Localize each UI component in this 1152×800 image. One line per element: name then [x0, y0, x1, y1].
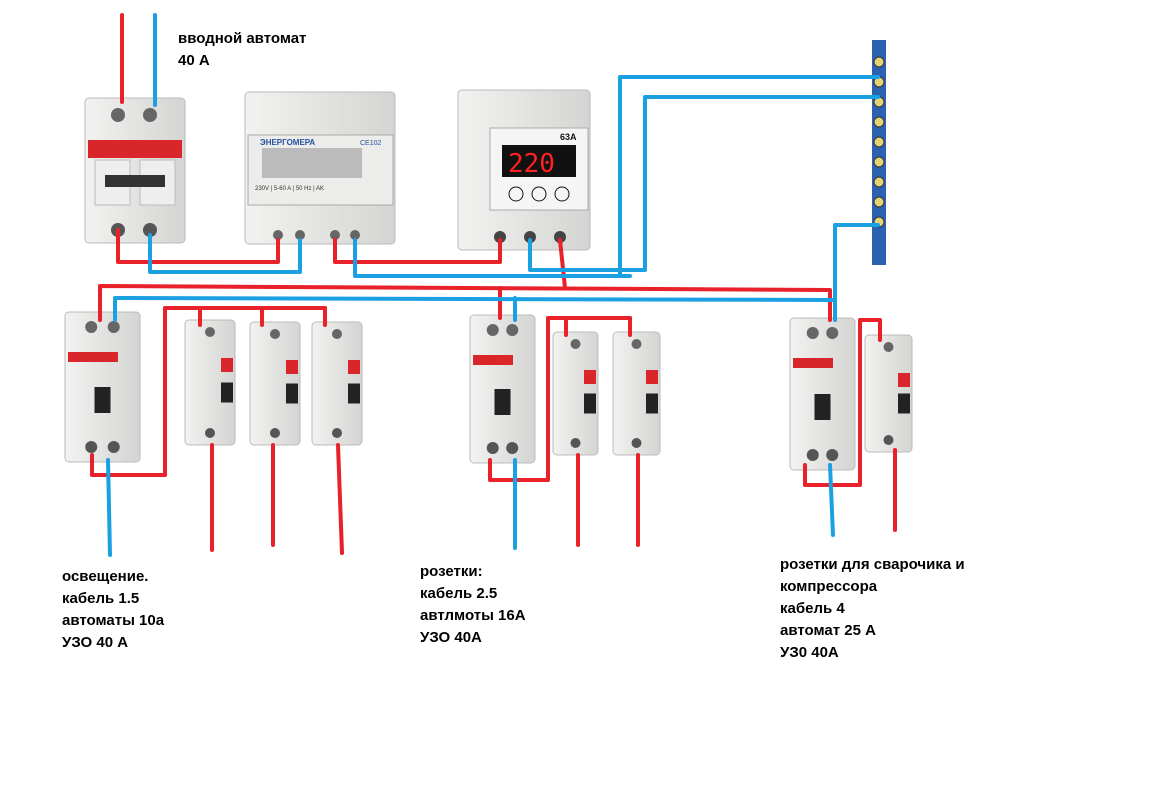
- neutral-wire: [828, 463, 835, 537]
- label-sockets-group: розетки: кабель 2.5 автлмоты 16А УЗО 40А: [420, 561, 526, 649]
- label-lighting-group: освещение. кабель 1.5 автоматы 10а УЗО 4…: [62, 566, 164, 654]
- relay-display: 220: [508, 149, 555, 179]
- circuit-breaker: [612, 331, 661, 456]
- label-line: кабель 1.5: [62, 590, 140, 607]
- label-main-breaker: вводной автомат 40 А: [178, 28, 306, 72]
- neutral-wire: [106, 458, 112, 557]
- neutral-wire: [353, 75, 880, 278]
- neutral-bus-bar: [872, 40, 886, 265]
- circuit-breaker: [184, 319, 236, 446]
- circuit-breaker: [864, 334, 913, 453]
- neutral-wire: [528, 95, 880, 272]
- phase-wire: [558, 238, 567, 290]
- rcd: [789, 317, 856, 471]
- label-line: УЗ0 40А: [780, 644, 839, 661]
- modules: [64, 311, 913, 471]
- label-line: кабель 4: [780, 600, 845, 617]
- phase-wire: [336, 443, 344, 555]
- circuit-breaker: [249, 321, 301, 446]
- circuit-breaker: [552, 331, 599, 456]
- main-breaker: [84, 97, 186, 244]
- relay-rating: 63A: [560, 132, 577, 142]
- neutral-wires: [106, 13, 880, 557]
- phase-wire: [803, 318, 882, 487]
- phase-wires: [90, 13, 897, 555]
- label-line: УЗО 40А: [420, 629, 482, 646]
- rcd: [469, 314, 536, 464]
- label-line: кабель 2.5: [420, 585, 498, 602]
- label-line: автоматы 10а: [62, 612, 165, 629]
- label-line: вводной автомат: [178, 30, 307, 47]
- label-line: УЗО 40 А: [62, 634, 129, 651]
- electricity-meter: ЭНЕРГОМЕРА CE102 230V | 5-60 A | 50 Hz |…: [244, 91, 396, 245]
- label-line: компрессора: [780, 578, 878, 595]
- phase-wire: [98, 284, 832, 322]
- neutral-wire: [148, 233, 302, 274]
- phase-wire: [488, 316, 632, 482]
- meter-specs: 230V | 5-60 A | 50 Hz | AK: [255, 186, 324, 192]
- rcd: [64, 311, 141, 463]
- voltage-relay: 63A 220: [457, 89, 591, 251]
- label-line: розетки:: [420, 563, 483, 580]
- label-line: освещение.: [62, 568, 149, 585]
- label-line: автлмоты 16А: [420, 607, 526, 624]
- label-welding-group: розетки для сварочика и компрессора кабе…: [780, 554, 965, 664]
- label-line: 40 А: [178, 52, 210, 69]
- phase-wire: [333, 238, 502, 264]
- meter-brand: ЭНЕРГОМЕРА: [260, 138, 315, 147]
- phase-wire: [90, 306, 327, 477]
- label-line: розетки для сварочика и: [780, 556, 965, 573]
- label-line: автомат 25 А: [780, 622, 876, 639]
- circuit-breaker: [311, 321, 363, 446]
- meter-model: CE102: [360, 140, 382, 147]
- phase-wire: [116, 228, 280, 264]
